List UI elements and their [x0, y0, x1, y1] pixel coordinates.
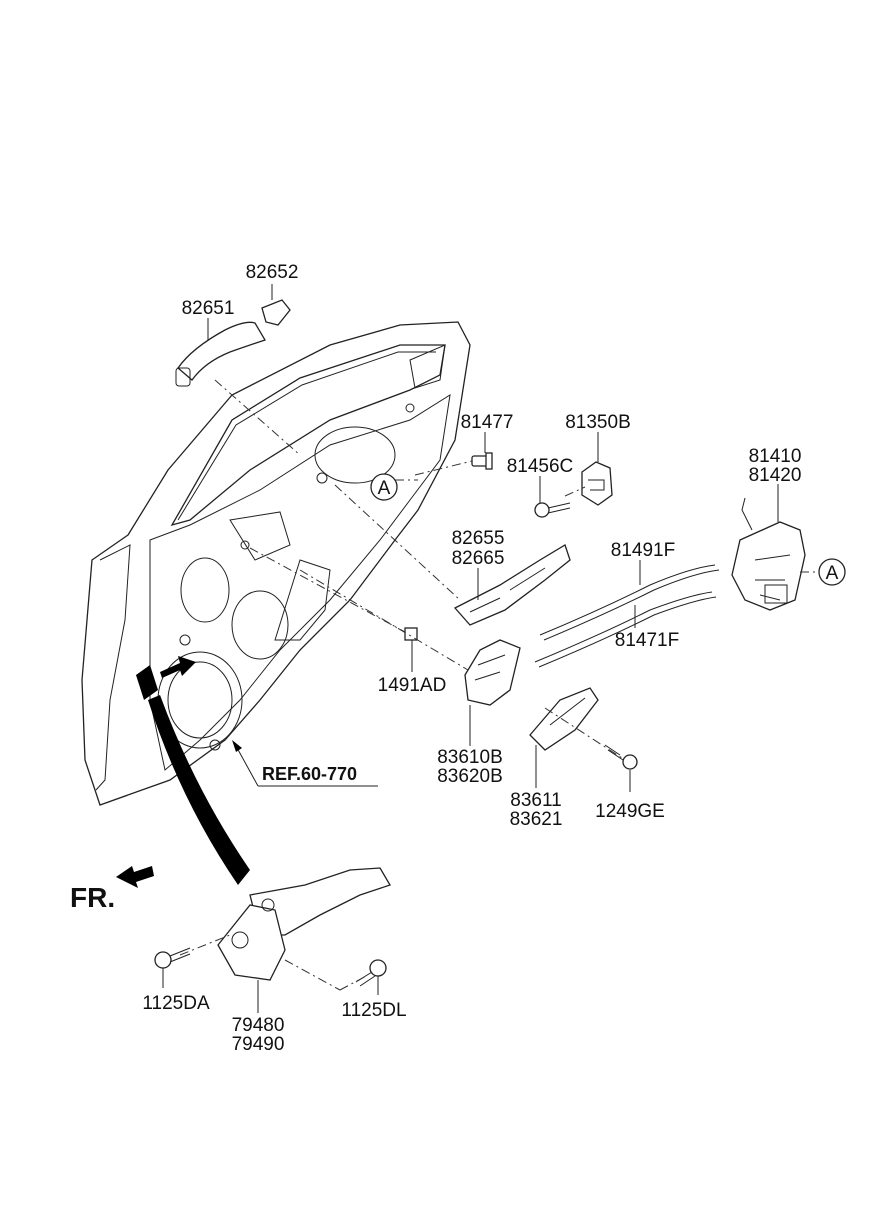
- part-label-82652: 82652: [246, 262, 299, 283]
- bolt-81477: [471, 452, 493, 470]
- part-labels: 82652 82651 81477 81350B 81456C 81410 81…: [142, 262, 801, 1055]
- part-label-82665: 82665: [452, 548, 505, 569]
- front-direction-label: FR.: [70, 882, 115, 913]
- striker-81350B: [581, 461, 613, 506]
- part-label-81350B: 81350B: [565, 412, 631, 433]
- inside-handle-housing: [464, 639, 521, 706]
- detail-sweep-arrow: [148, 695, 250, 885]
- reference-arrow: [232, 740, 259, 787]
- callout-a-right-text: A: [826, 563, 839, 584]
- callout-a-right: A: [818, 558, 846, 586]
- cable-81471F: [534, 591, 717, 668]
- handle-cover: [261, 299, 291, 326]
- screw-81456C: [534, 502, 571, 518]
- part-label-81420: 81420: [749, 465, 802, 486]
- part-label-83611: 83611: [510, 790, 561, 811]
- part-label-79490: 79490: [232, 1034, 285, 1055]
- bolt-1125DL: [355, 959, 387, 987]
- door-checker: [217, 867, 391, 981]
- inside-handle: [529, 687, 599, 751]
- front-direction-arrow: [116, 866, 154, 888]
- part-label-81491F: 81491F: [611, 540, 675, 561]
- part-label-81471F: 81471F: [615, 630, 679, 651]
- door-shell: [81, 321, 471, 806]
- handle-bracket: [453, 544, 571, 626]
- reference-label: REF.60-770: [262, 764, 357, 784]
- part-label-82655: 82655: [452, 528, 505, 549]
- part-label-1249GE: 1249GE: [595, 801, 665, 822]
- leader-lines: [162, 284, 779, 1013]
- part-label-81456C: 81456C: [507, 456, 574, 477]
- callout-a-left-text: A: [378, 478, 391, 499]
- part-label-79480: 79480: [232, 1015, 285, 1036]
- cable-81491F: [539, 564, 720, 641]
- outside-handle: [175, 321, 266, 387]
- clip-1491AD: [404, 627, 418, 641]
- screw-1249GE: [604, 744, 638, 770]
- part-label-83620B: 83620B: [437, 766, 503, 787]
- callout-a-left: A: [370, 473, 398, 501]
- part-label-83621: 83621: [510, 809, 563, 830]
- part-label-1125DL: 1125DL: [341, 1000, 406, 1021]
- checker-mount-arrow: [136, 656, 196, 700]
- reference-lines: [179, 379, 818, 991]
- part-label-81410: 81410: [749, 446, 802, 467]
- part-label-82651: 82651: [182, 298, 235, 319]
- part-label-81477: 81477: [461, 412, 514, 433]
- part-label-1125DA: 1125DA: [142, 993, 210, 1014]
- bolt-1125DA: [154, 947, 191, 969]
- part-label-83610B: 83610B: [437, 747, 503, 768]
- door-latch: [731, 497, 806, 611]
- part-label-1491AD: 1491AD: [378, 675, 447, 696]
